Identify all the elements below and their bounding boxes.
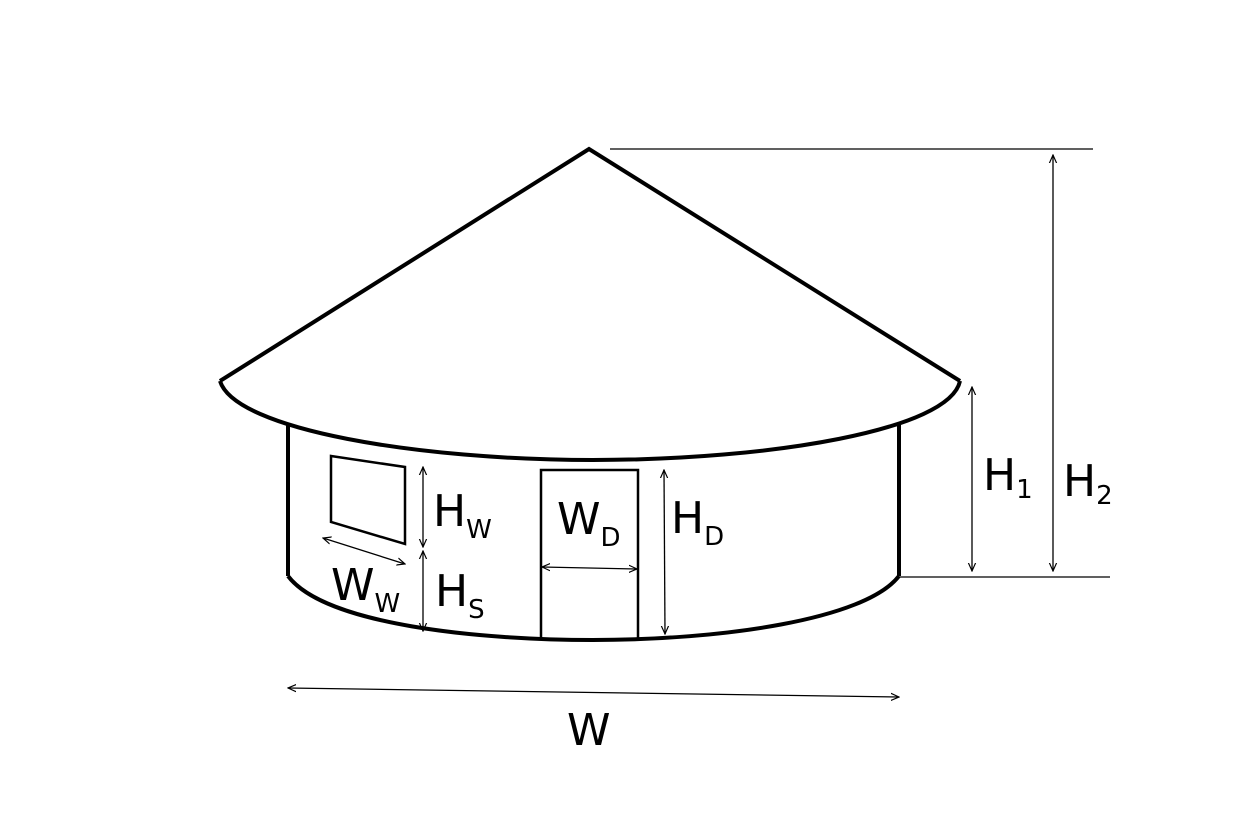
hd-arrow: [664, 470, 665, 634]
label-hw: HW: [433, 486, 492, 545]
label-hd: HD: [671, 493, 724, 552]
window: [329, 454, 407, 546]
label-wd: WD: [557, 494, 621, 553]
door: [539, 468, 640, 638]
label-h1: H1: [983, 450, 1033, 505]
dimension-arrows: [288, 155, 1053, 697]
label-hs: HS: [435, 566, 485, 625]
ww-arrow: [323, 538, 405, 564]
w-arrow: [288, 688, 899, 697]
hut-wall: [286, 424, 901, 643]
label-h2: H2: [1063, 456, 1113, 511]
wd-arrow: [542, 567, 637, 569]
reference-lines: [610, 148, 1110, 578]
label-w: W: [567, 705, 611, 756]
roof: [218, 146, 962, 463]
label-ww: WW: [331, 560, 400, 619]
